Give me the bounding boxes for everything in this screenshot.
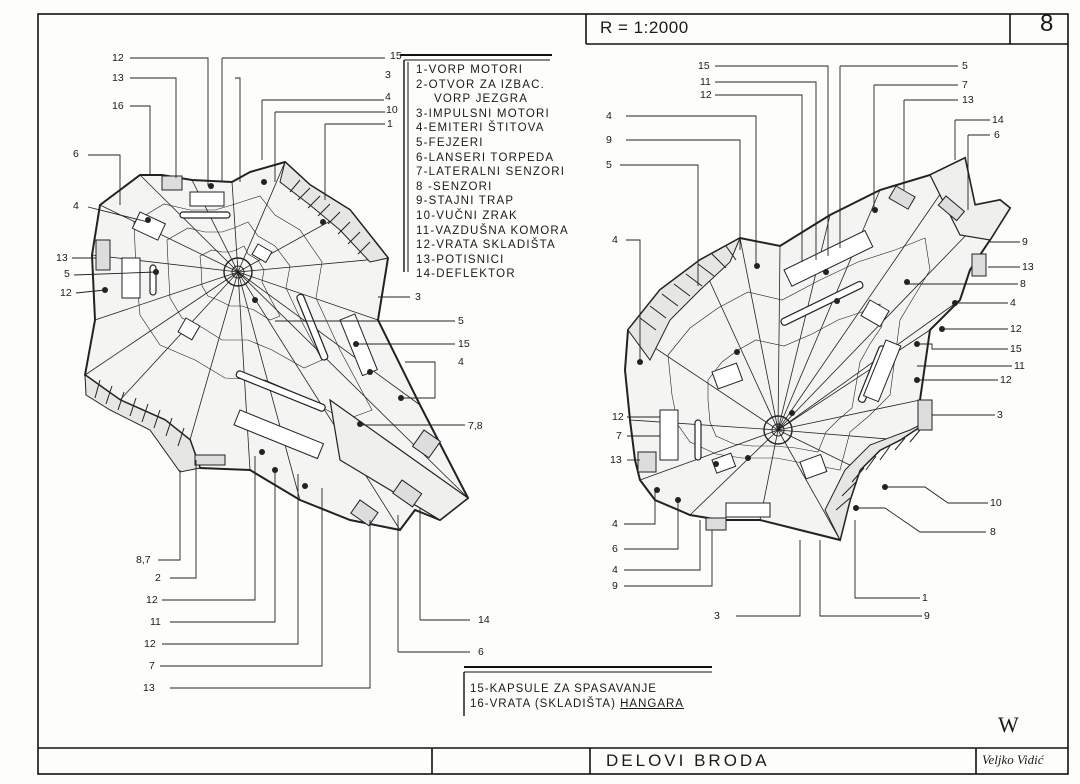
callout-number: 7 xyxy=(616,430,622,442)
parts-legend-extra: 15-KAPSULE ZA SPASAVANJE 16-VRATA (SKLAD… xyxy=(470,682,684,712)
callout-number: 8 xyxy=(990,526,996,538)
callout-number: 12 xyxy=(144,638,156,650)
callout-number: 4 xyxy=(1010,297,1016,309)
callout-number: 1 xyxy=(922,592,928,604)
underlined-word: HANGARA xyxy=(620,698,684,710)
callout-number: 3 xyxy=(714,610,720,622)
callout-number: 3 xyxy=(385,69,391,81)
callout-number: 11 xyxy=(1014,360,1025,372)
legend-item: 5-FEJZERI xyxy=(416,136,484,149)
legend-item: 4-EMITERI ŠTITOVA xyxy=(416,122,545,135)
callout-number: 12 xyxy=(146,594,158,606)
callout-number: 12 xyxy=(612,411,624,423)
callout-number: 12 xyxy=(112,52,124,64)
legend-item: 9-STAJNI TRAP xyxy=(416,195,515,208)
callout-number: 10 xyxy=(990,497,1002,509)
callout-number: 6 xyxy=(73,148,79,160)
callout-number: 16 xyxy=(112,100,124,112)
legend-item: 12-VRATA SKLADIŠTA xyxy=(416,239,556,252)
callout-number: 3 xyxy=(415,291,421,303)
callout-number: 6 xyxy=(994,129,1000,141)
callout-number: 13 xyxy=(610,454,622,466)
monogram: W xyxy=(998,712,1019,737)
callout-number: 5 xyxy=(64,268,70,280)
callout-number: 15 xyxy=(458,338,470,350)
callout-number: 11 xyxy=(150,616,161,628)
callout-number: 4 xyxy=(606,110,612,122)
callout-number: 14 xyxy=(992,114,1004,126)
ship-top-view xyxy=(83,160,470,532)
legend-rules xyxy=(400,54,712,716)
legend-item: 14-DEFLEKTOR xyxy=(416,268,516,281)
sheet-frame xyxy=(37,13,1069,775)
callout-number: 12 xyxy=(1000,374,1012,386)
callout-number: 5 xyxy=(962,60,968,72)
left-leader-lines xyxy=(72,57,470,689)
callout-number: 9 xyxy=(1022,236,1028,248)
callout-number: 9 xyxy=(924,610,930,622)
callout-number: 7,8 xyxy=(468,420,483,432)
right-leader-lines xyxy=(620,65,1020,617)
legend-item: 15-KAPSULE ZA SPASAVANJE xyxy=(470,683,657,695)
callout-number: 4 xyxy=(458,356,464,368)
parts-legend: 1-VORP MOTORI 2-OTVOR ZA IZBAC. VORP JEZ… xyxy=(416,63,569,282)
legend-item: 6-LANSERI TORPEDA xyxy=(416,151,555,164)
callout-number: 6 xyxy=(478,646,484,658)
callout-number: 5 xyxy=(606,159,612,171)
sheet-number: 8 xyxy=(1040,10,1054,37)
legend-item: 8 -SENZORI xyxy=(416,180,493,193)
callout-number: 9 xyxy=(606,134,612,146)
callout-number: 13 xyxy=(962,94,974,106)
callout-number: 7 xyxy=(149,660,155,672)
callout-number: 6 xyxy=(612,543,618,555)
callout-number: 4 xyxy=(73,200,79,212)
callout-number: 4 xyxy=(385,91,391,103)
legend-item: 7-LATERALNI SENZORI xyxy=(416,166,566,179)
drawing-title: DELOVI BRODA xyxy=(606,751,770,770)
legend-item: 11-VAZDUŠNA KOMORA xyxy=(416,224,569,237)
ship-bottom-view xyxy=(623,156,1012,542)
callout-number: 13 xyxy=(143,682,155,694)
callout-number: 9 xyxy=(612,580,618,592)
legend-item: 16-VRATA (SKLADIŠTA) HANGARA xyxy=(470,698,684,710)
callout-number: 15 xyxy=(1010,343,1022,355)
callout-number: 14 xyxy=(478,614,490,626)
signature: Veljko Vidić xyxy=(982,752,1044,767)
callout-number: 4 xyxy=(612,518,618,530)
legend-item: 2-OTVOR ZA IZBAC. xyxy=(416,78,546,91)
callout-number: 1 xyxy=(387,118,393,130)
callout-number: 15 xyxy=(390,50,402,62)
callout-number: 15 xyxy=(698,60,710,72)
callout-number: 4 xyxy=(612,564,618,576)
callout-number: 13 xyxy=(1022,261,1034,273)
legend-item: 10-VUČNI ZRAK xyxy=(416,209,518,222)
legend-item: 13-POTISNICI xyxy=(416,253,505,266)
scale-label: R = 1:2000 xyxy=(600,18,689,37)
callout-number: 5 xyxy=(458,315,464,327)
callout-number: 12 xyxy=(60,287,72,299)
callout-number: 10 xyxy=(386,104,398,116)
legend-item: 3-IMPULSNI MOTORI xyxy=(416,107,550,120)
callout-number: 13 xyxy=(112,72,124,84)
callout-number: 13 xyxy=(56,252,68,264)
callout-number: 7 xyxy=(962,79,968,91)
callout-number: 12 xyxy=(700,89,712,101)
callout-number: 12 xyxy=(1010,323,1022,335)
callout-number: 3 xyxy=(997,409,1003,421)
legend-item: VORP JEZGRA xyxy=(434,93,529,106)
callout-number: 8 xyxy=(1020,278,1026,290)
legend-item: 1-VORP MOTORI xyxy=(416,64,524,76)
callout-number: 2 xyxy=(155,572,161,584)
callout-number: 8,7 xyxy=(136,554,151,566)
callout-number: 4 xyxy=(612,234,618,246)
callout-number: 11 xyxy=(700,76,711,88)
